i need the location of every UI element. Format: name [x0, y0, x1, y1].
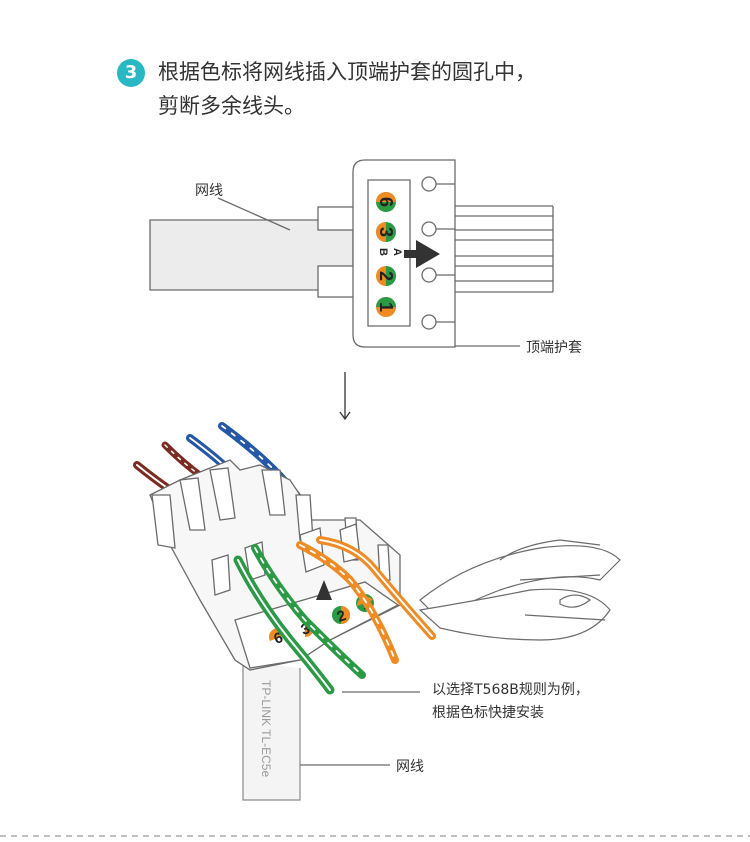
bottom-diagram: TP-LINK TL-EC5e — [133, 422, 621, 801]
step-instruction-line2: 剪断多余线头。 — [158, 94, 305, 118]
wire-orange-pair — [296, 536, 436, 664]
step-down-arrow-icon — [339, 372, 351, 421]
cap-holes — [421, 176, 455, 330]
top-code-2: 2 — [376, 271, 396, 281]
code-circle-2 — [376, 266, 396, 286]
bottom-cable-print: TP-LINK TL-EC5e — [259, 680, 273, 777]
standard-letter-a: A — [391, 248, 403, 256]
top-code-6: 6 — [376, 197, 396, 207]
top-code-3: 3 — [376, 227, 396, 237]
insert-direction-arrow-icon — [404, 240, 440, 268]
top-cable-label: 网线 — [195, 183, 223, 199]
cutting-pliers — [418, 539, 621, 641]
bottom-cable-body — [242, 662, 301, 801]
color-code-panel — [367, 179, 411, 327]
cap-tab-upper — [317, 206, 357, 231]
code-circle-1 — [376, 297, 396, 317]
wire-green-pair — [233, 544, 366, 695]
top-cap-label: 顶端护套 — [526, 340, 582, 356]
step-instruction-line1: 根据色标将网线插入顶端护套的圆孔中， — [158, 60, 536, 84]
bottom-insert-arrow-icon — [316, 580, 332, 600]
note-line2: 根据色标快捷安装 — [432, 705, 544, 721]
wire-ends — [440, 205, 554, 293]
top-color-codes: 6 3 2 1 A B — [376, 192, 440, 317]
cable-leader-line — [217, 197, 291, 231]
bottom-cable-label: 网线 — [396, 759, 424, 775]
top-code-1: 1 — [376, 302, 396, 312]
code-circle-3 — [376, 222, 396, 242]
standard-letter-b: B — [377, 248, 389, 256]
step-number-badge: 3 — [117, 59, 145, 87]
cap-tab-lower — [317, 265, 357, 298]
code-circle-6 — [376, 192, 396, 212]
note-line1: 以选择T568B规则为例， — [432, 682, 589, 698]
